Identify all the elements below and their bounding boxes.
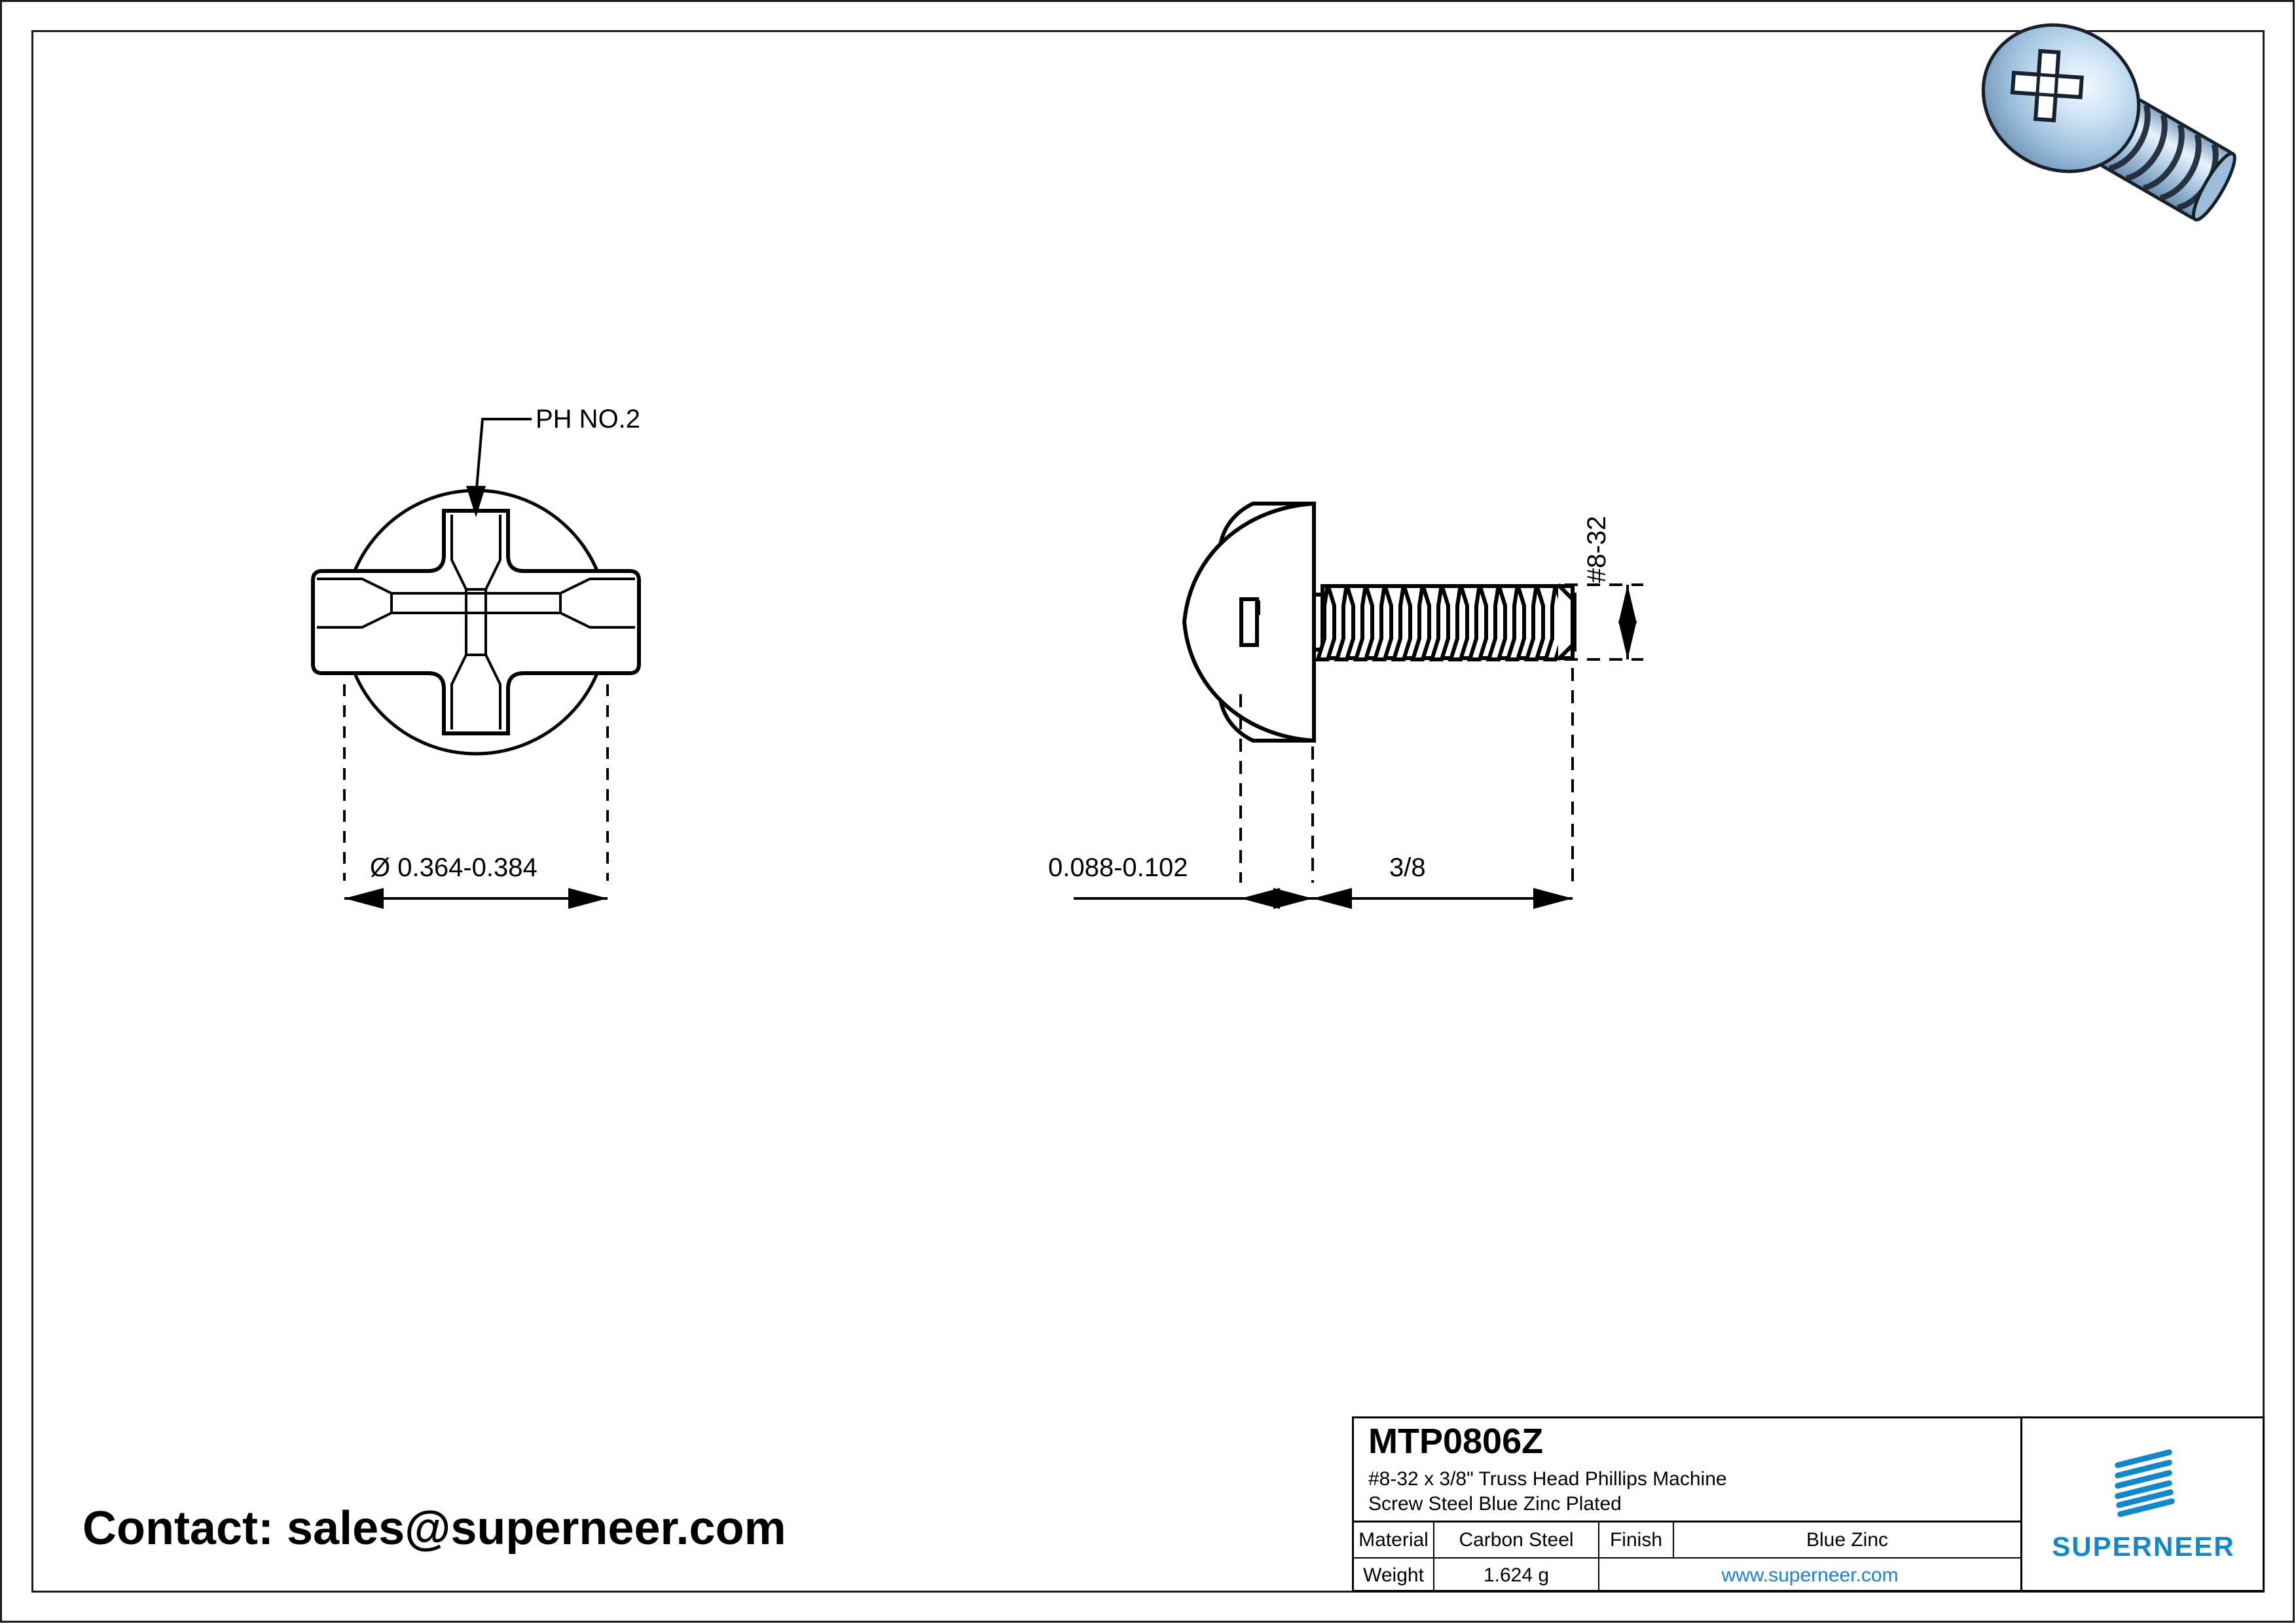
brand-cell: SUPERNEER <box>2020 1418 2265 1590</box>
thread-label: #8-32 <box>1582 515 1611 583</box>
material-value: Carbon Steel <box>1434 1522 1599 1557</box>
table-row: Material Carbon Steel Finish Blue Zinc <box>1354 1522 2020 1557</box>
website-link[interactable]: www.superneer.com <box>1721 1564 1899 1586</box>
description-line-1: #8-32 x 3/8" Truss Head Phillips Machine <box>1368 1468 1727 1490</box>
thread-dia-dim-line <box>1618 585 1637 659</box>
superneer-logo-icon <box>2115 1449 2175 1517</box>
ph-leader-line <box>466 418 532 517</box>
side-view-group <box>1074 501 1643 909</box>
finish-value: Blue Zinc <box>1806 1528 1889 1551</box>
weight-label: Weight <box>1354 1559 1434 1592</box>
length-label: 3/8 <box>1389 853 1426 882</box>
front-view-group <box>311 418 641 909</box>
title-block: MTP0806Z #8-32 x 3/8" Truss Head Phillip… <box>1352 1416 2265 1592</box>
length-dim-line <box>1313 888 1573 909</box>
front-extension-lines <box>343 684 609 881</box>
thread-teeth <box>1315 584 1564 661</box>
part-description: #8-32 x 3/8" Truss Head Phillips Machine… <box>1368 1467 2010 1517</box>
thread-dia-ext-lines <box>1565 583 1643 661</box>
thread-end-chamfer <box>1556 583 1575 661</box>
title-block-header: MTP0806Z #8-32 x 3/8" Truss Head Phillip… <box>1354 1418 2020 1521</box>
title-block-info: MTP0806Z #8-32 x 3/8" Truss Head Phillip… <box>1354 1418 2020 1592</box>
isometric-render-group <box>1981 23 2236 222</box>
sheet-inner-border <box>31 30 2265 1593</box>
contact-line: Contact: sales@superneer.com <box>82 1502 786 1555</box>
head-diameter-label: Ø 0.364-0.384 <box>370 853 538 882</box>
phillips-recess <box>311 509 641 735</box>
material-label: Material <box>1354 1522 1434 1557</box>
side-extension-lines <box>1239 668 1574 883</box>
drive-callout-label: PH NO.2 <box>536 405 641 434</box>
render-phillips-recess <box>2010 48 2084 122</box>
title-block-table: Material Carbon Steel Finish Blue Zinc W… <box>1354 1521 2020 1592</box>
render-head-front <box>1981 23 2141 174</box>
head-recess-notch-2 <box>1239 597 1259 647</box>
brand-name: SUPERNEER <box>2052 1531 2235 1562</box>
head-height-dim-line <box>1074 888 1313 909</box>
finish-label: Finish <box>1599 1522 1674 1557</box>
part-number: MTP0806Z <box>1368 1422 1544 1461</box>
head-height-label: 0.088-0.102 <box>1048 853 1188 882</box>
head-diameter-dim-line <box>344 888 608 909</box>
render-recess-shading <box>2035 73 2059 98</box>
weight-value: 1.624 g <box>1434 1559 1599 1592</box>
table-row: Weight 1.624 g www.superneer.com <box>1354 1557 2020 1592</box>
description-line-2: Screw Steel Blue Zinc Plated <box>1368 1493 1622 1515</box>
